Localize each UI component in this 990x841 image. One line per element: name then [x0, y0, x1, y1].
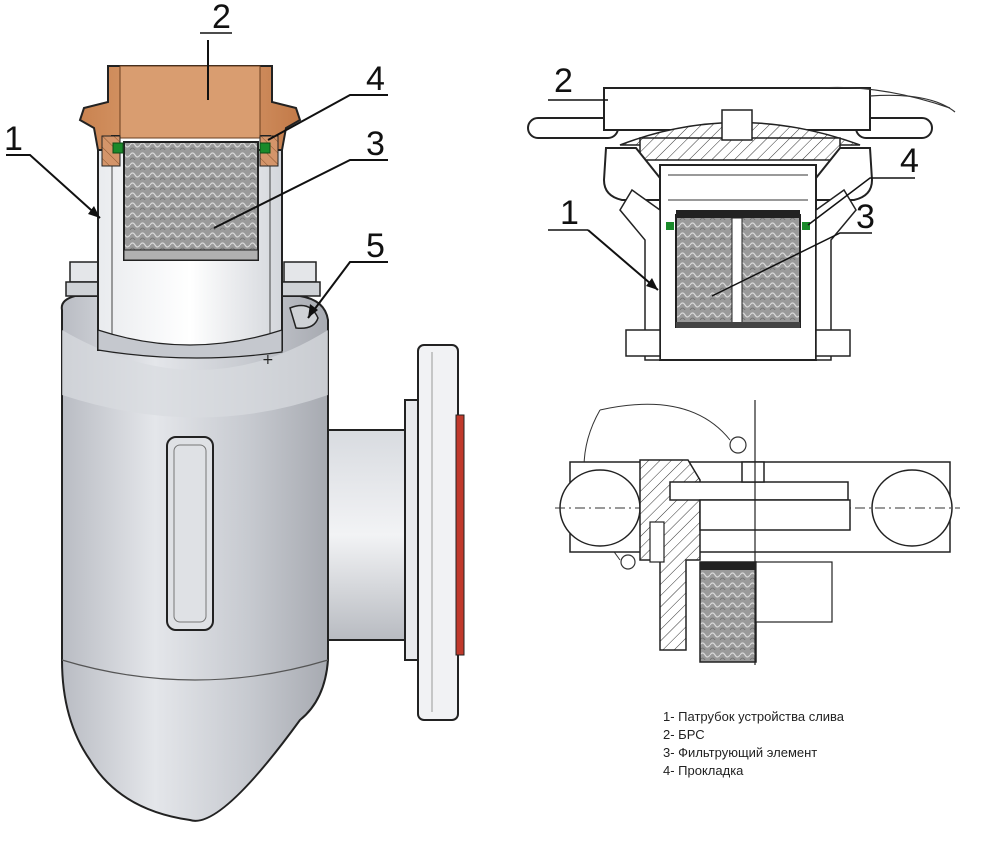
drain-device-3d: + 1 2 4 3 5 — [4, 0, 465, 822]
detail-handle-right — [871, 469, 953, 547]
detail-filter — [699, 561, 757, 663]
legend-item-4: 4- Прокладка — [663, 763, 744, 778]
coupling-cap — [603, 87, 871, 131]
chain-ring-top — [729, 436, 747, 454]
outlet-flange — [417, 344, 459, 721]
legend-item-1: 1- Патрубок устройства слива — [663, 709, 845, 724]
legend-item-3: 3- Фильтрующий элемент — [663, 745, 818, 760]
callout-top-right-4: 4 — [900, 142, 919, 180]
callout-left-3: 3 — [366, 125, 385, 163]
callout-left-5: 5 — [366, 227, 385, 265]
body-slot — [166, 436, 214, 631]
detail-view-bottom — [555, 400, 960, 665]
svg-text:+: + — [262, 352, 274, 368]
sectional-view-top: 2 1 4 3 — [527, 62, 956, 361]
seal-right — [259, 142, 271, 154]
chain-ring-bottom — [620, 554, 636, 570]
filter-element — [123, 141, 259, 261]
callout-left-4: 4 — [366, 60, 385, 98]
section-seal-right — [802, 222, 810, 230]
flange-gasket — [455, 414, 465, 656]
legend-item-2: 2- БРС — [663, 727, 705, 742]
callout-top-right-1: 1 — [560, 194, 579, 232]
callout-left-1: 1 — [4, 120, 23, 158]
callout-left-2: 2 — [212, 0, 231, 36]
bolt-left — [65, 261, 107, 297]
bolt-right — [279, 261, 321, 297]
callout-top-right-3: 3 — [856, 198, 875, 236]
legend: 1- Патрубок устройства слива 2- БРС 3- Ф… — [663, 708, 844, 780]
section-seal-left — [666, 222, 674, 230]
callout-top-right-2: 2 — [554, 62, 573, 100]
seal-left — [112, 142, 124, 154]
